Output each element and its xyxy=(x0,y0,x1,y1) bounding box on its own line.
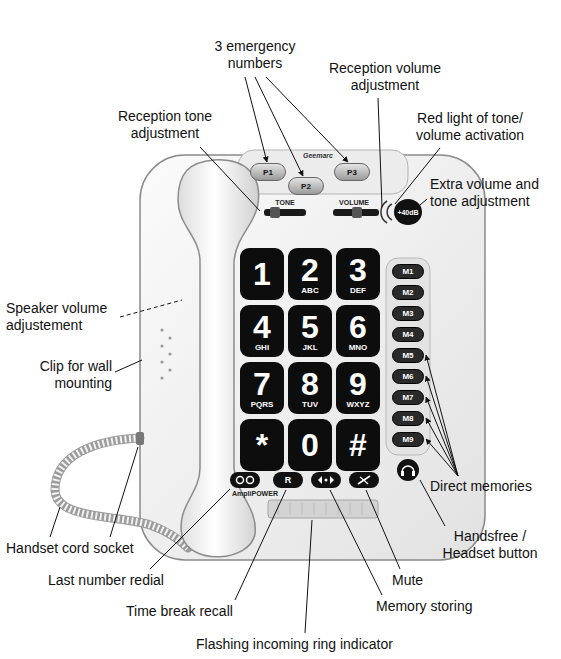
printed-marking: TONE xyxy=(260,199,310,207)
keypad-key: 0 xyxy=(288,419,332,471)
button-text: MNO xyxy=(349,344,368,352)
callout-label: Last number redial xyxy=(48,572,188,589)
keypad-key: # xyxy=(336,419,380,471)
button-text: PQRS xyxy=(251,401,274,409)
memory-button: M8 xyxy=(392,411,424,426)
button-text: M2 xyxy=(402,288,413,297)
button-text: 3 xyxy=(349,254,367,286)
button-text: 7 xyxy=(253,368,271,400)
button-text: P1 xyxy=(263,168,273,177)
handsfree-button xyxy=(397,459,419,481)
callout-label: 3 emergency numbers xyxy=(205,38,305,72)
button-text: M6 xyxy=(402,372,413,381)
keypad-key: 5JKL xyxy=(288,305,332,357)
memory-button: M6 xyxy=(392,369,424,384)
button-text: TUV xyxy=(302,401,318,409)
keypad-key: 4GHI xyxy=(240,305,284,357)
button-text: 1 xyxy=(253,258,271,290)
callout-label: Memory storing xyxy=(376,598,496,615)
button-text: 5 xyxy=(301,311,319,343)
callout-label: Handsfree / Headset button xyxy=(430,528,550,562)
button-text: M7 xyxy=(402,393,413,402)
handset xyxy=(178,160,259,557)
top-panel xyxy=(238,150,408,194)
tone-knob xyxy=(270,207,280,218)
button-text: M9 xyxy=(402,435,413,444)
memory-panel xyxy=(386,258,430,455)
callout-label: Clip for wall mounting xyxy=(10,358,112,392)
button-text: R xyxy=(285,475,292,485)
keypad-key: 8TUV xyxy=(288,362,332,414)
button-text: ABC xyxy=(301,287,318,295)
button-text: M1 xyxy=(402,267,413,276)
speaker-holes xyxy=(160,328,171,379)
keypad-key: 7PQRS xyxy=(240,362,284,414)
memory-button: M5 xyxy=(392,348,424,363)
button-text: P3 xyxy=(347,168,357,177)
memory-button: M3 xyxy=(392,306,424,321)
callout-label: Time break recall xyxy=(126,603,256,620)
button-text: M4 xyxy=(402,330,413,339)
keypad-key: * xyxy=(240,419,284,471)
button-text: JKL xyxy=(302,344,317,352)
button-text: 4 xyxy=(253,311,271,343)
mute-button xyxy=(349,472,379,488)
button-text: 0 xyxy=(301,429,319,461)
phone-body xyxy=(140,155,485,560)
button-text: 6 xyxy=(349,311,367,343)
memory-store-button xyxy=(311,472,341,488)
printed-marking: VOLUME xyxy=(329,199,379,207)
memory-button: M1 xyxy=(392,264,424,279)
extra-volume-button: +40dB xyxy=(394,199,422,225)
volume-knob xyxy=(352,207,362,218)
callout-label: Flashing incoming ring indicator xyxy=(196,636,446,653)
callout-label: Extra volume and tone adjustment xyxy=(430,176,554,210)
keypad-key: 3DEF xyxy=(336,248,380,300)
keypad-key: 2ABC xyxy=(288,248,332,300)
button-text: M5 xyxy=(402,351,413,360)
button-text: 2 xyxy=(301,254,319,286)
callout-label: Direct memories xyxy=(430,478,555,495)
button-text: 8 xyxy=(301,368,319,400)
button-text: # xyxy=(349,429,367,461)
cord-coils xyxy=(55,438,188,548)
button-text: GHI xyxy=(255,344,269,352)
emergency-button: P1 xyxy=(250,163,286,181)
red-light-indicator xyxy=(387,204,392,220)
recall-button: R xyxy=(273,472,303,488)
callout-label: Reception volume adjustment xyxy=(320,60,450,94)
button-text: M3 xyxy=(402,309,413,318)
button-text: M8 xyxy=(402,414,413,423)
keypad-key: 6MNO xyxy=(336,305,380,357)
ring-indicator xyxy=(268,500,378,518)
brand-logo: Geemarc xyxy=(298,152,338,160)
callout-label: Speaker volume adjustement xyxy=(6,300,118,334)
button-text: WXYZ xyxy=(346,401,369,409)
memory-button: M4 xyxy=(392,327,424,342)
button-text: +40dB xyxy=(397,209,418,216)
button-text: P2 xyxy=(301,182,311,191)
callout-label: Handset cord socket xyxy=(6,540,156,557)
memory-button: M9 xyxy=(392,432,424,447)
button-text: 9 xyxy=(349,368,367,400)
emergency-button: P2 xyxy=(288,177,324,195)
callout-label: Reception tone adjustment xyxy=(109,108,221,142)
memory-button: M2 xyxy=(392,285,424,300)
callout-label: Red light of tone/ volume activation xyxy=(403,110,537,144)
redial-button xyxy=(230,472,260,488)
button-text: * xyxy=(256,429,268,461)
handset-cord xyxy=(55,438,188,548)
callout-label: Mute xyxy=(392,572,442,589)
printed-marking: AmpliPOWER xyxy=(225,490,285,498)
emergency-button: P3 xyxy=(334,163,370,181)
cord-socket xyxy=(136,432,144,445)
memory-button: M7 xyxy=(392,390,424,405)
keypad-key: 1 xyxy=(240,248,284,300)
keypad-key: 9WXYZ xyxy=(336,362,380,414)
button-text: DEF xyxy=(350,287,366,295)
